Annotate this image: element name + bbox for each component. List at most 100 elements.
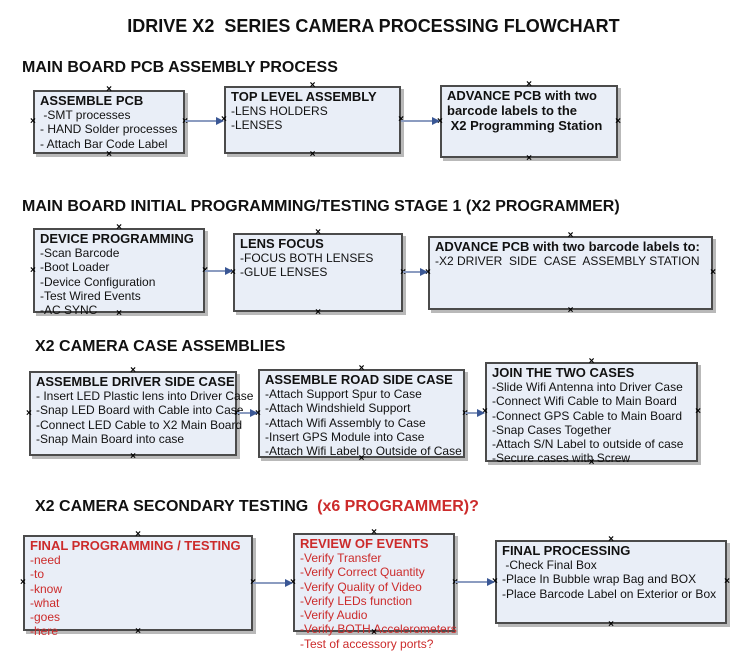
box-item: -know bbox=[30, 581, 63, 596]
box-title: REVIEW OF EVENTS bbox=[300, 536, 429, 551]
arrow-head-icon bbox=[250, 409, 258, 417]
section-heading-1: MAIN BOARD PCB ASSEMBLY PROCESS bbox=[22, 59, 338, 77]
box-item: -Snap LED Board with Cable into Case bbox=[36, 403, 244, 418]
box-item: -what bbox=[30, 595, 60, 610]
box-item: -Verify Correct Quantity bbox=[300, 565, 425, 580]
box-item: -FOCUS BOTH LENSES bbox=[240, 251, 374, 265]
section-heading-text: X2 CAMERA SECONDARY TESTING bbox=[35, 498, 318, 515]
flow-arrow-4 bbox=[403, 268, 428, 276]
box-item: -here bbox=[30, 624, 59, 639]
flow-box-top-level-assembly: TOP LEVEL ASSEMBLY-LENS HOLDERS-LENSES××… bbox=[221, 81, 404, 160]
section-heading-3: X2 CAMERA CASE ASSEMBLIES bbox=[35, 338, 285, 356]
arrow-head-icon bbox=[487, 578, 495, 586]
box-title: ADVANCE PCB with two bbox=[447, 88, 597, 103]
box-title: FINAL PROCESSING bbox=[502, 543, 631, 558]
box-item: -X2 DRIVER SIDE CASE ASSEMBLY STATION bbox=[435, 254, 700, 268]
box-item: -Verify Quality of Video bbox=[300, 579, 422, 594]
connection-handle-icon: × bbox=[567, 305, 574, 316]
box-title: TOP LEVEL ASSEMBLY bbox=[231, 89, 377, 104]
box-item: -Test of accessory ports? bbox=[300, 636, 434, 651]
connection-handle-icon: × bbox=[30, 116, 36, 127]
section-heading-red-note: (x6 PROGRAMMER)? bbox=[317, 498, 479, 515]
box-item: -Attach S/N Label to outside of case bbox=[492, 437, 684, 452]
section-heading-4: X2 CAMERA SECONDARY TESTING (x6 PROGRAMM… bbox=[35, 498, 479, 516]
flow-arrow-7 bbox=[253, 579, 293, 587]
flow-box-final-programming-testing: FINAL PROGRAMMING / TESTING-need-to-know… bbox=[20, 530, 256, 639]
connection-handle-icon: × bbox=[20, 577, 26, 588]
connection-handle-icon: × bbox=[315, 307, 321, 318]
box-item: -Snap Main Board into case bbox=[36, 431, 185, 446]
connection-handle-icon: × bbox=[615, 115, 621, 127]
arrow-head-icon bbox=[225, 267, 233, 275]
box-item: -Place In Bubble wrap Bag and BOX bbox=[502, 572, 697, 587]
flow-arrow-1 bbox=[185, 117, 224, 125]
arrow-line bbox=[401, 120, 434, 122]
box-item: -LENSES bbox=[231, 118, 283, 133]
box-item: -Verify Audio bbox=[300, 608, 368, 623]
box-item: -Device Configuration bbox=[40, 274, 156, 289]
box-item: -Connect GPS Cable to Main Board bbox=[492, 408, 683, 423]
box-item: -Verify Transfer bbox=[300, 551, 382, 565]
box-title: DEVICE PROGRAMMING bbox=[40, 231, 194, 246]
flow-arrow-3 bbox=[205, 267, 233, 275]
box-item: -Verify LEDs function bbox=[300, 593, 413, 608]
connection-handle-icon: × bbox=[130, 451, 136, 462]
connection-handle-icon: × bbox=[526, 153, 532, 164]
flow-box-lens-focus: LENS FOCUS-FOCUS BOTH LENSES-GLUE LENSES… bbox=[230, 228, 406, 318]
box-item: -AC SYNC bbox=[40, 303, 98, 318]
box-title: LENS FOCUS bbox=[240, 236, 324, 251]
box-item: -LENS HOLDERS bbox=[231, 104, 328, 118]
box-item: -Attach Wifi Assembly to Case bbox=[265, 415, 426, 430]
flow-box-final-processing: FINAL PROCESSING -Check Final Box-Place … bbox=[492, 535, 730, 630]
section-heading-text: MAIN BOARD PCB ASSEMBLY PROCESS bbox=[22, 59, 338, 76]
box-item: -Connect LED Cable to X2 Main Board bbox=[36, 417, 243, 432]
connection-handle-icon: × bbox=[26, 407, 32, 419]
arrow-head-icon bbox=[432, 117, 440, 125]
connection-handle-icon: × bbox=[309, 149, 316, 160]
box-item: -Place Barcode Label on Exterior or Box bbox=[502, 586, 717, 601]
flow-box-assemble-pcb: ASSEMBLE PCB -SMT processes- HAND Solder… bbox=[30, 85, 188, 160]
arrow-line bbox=[205, 270, 227, 272]
box-item: -Connect Wifi Cable to Main Board bbox=[492, 394, 677, 409]
arrow-line bbox=[465, 412, 479, 414]
box-item: -Secure cases with Screw bbox=[492, 451, 631, 466]
flow-arrow-6 bbox=[465, 409, 485, 417]
connection-handle-icon: × bbox=[695, 406, 701, 417]
arrow-line bbox=[403, 271, 422, 273]
flow-box-device-programming: DEVICE PROGRAMMING-Scan Barcode-Boot Loa… bbox=[30, 223, 208, 319]
arrow-line bbox=[253, 582, 287, 584]
flow-box-review-of-events: REVIEW OF EVENTS-Verify Transfer-Verify … bbox=[290, 528, 458, 651]
flow-arrow-2 bbox=[401, 117, 440, 125]
box-title: ASSEMBLE PCB bbox=[40, 93, 144, 108]
box-title: FINAL PROGRAMMING / TESTING bbox=[30, 538, 241, 553]
arrow-line bbox=[237, 412, 252, 414]
flow-box-assemble-driver-side-case: ASSEMBLE DRIVER SIDE CASE- Insert LED Pl… bbox=[26, 366, 254, 462]
section-heading-text: X2 CAMERA CASE ASSEMBLIES bbox=[35, 338, 286, 355]
box-item: - Insert LED Plastic lens into Driver Ca… bbox=[36, 389, 254, 403]
box-title: ASSEMBLE ROAD SIDE CASE bbox=[265, 372, 453, 387]
connection-handle-icon: × bbox=[710, 267, 716, 278]
box-item: - HAND Solder processes bbox=[40, 122, 178, 137]
arrow-line bbox=[185, 120, 218, 122]
box-title: ASSEMBLE DRIVER SIDE CASE bbox=[36, 374, 235, 389]
section-heading-2: MAIN BOARD INITIAL PROGRAMMING/TESTING S… bbox=[22, 198, 620, 216]
flow-arrow-8 bbox=[455, 578, 495, 586]
box-title: barcode labels to the bbox=[447, 103, 578, 118]
arrow-line bbox=[455, 581, 489, 583]
arrow-head-icon bbox=[477, 409, 485, 417]
arrow-head-icon bbox=[216, 117, 224, 125]
flow-box-join-the-two-cases: JOIN THE TWO CASES-Slide Wifi Antenna in… bbox=[482, 357, 701, 468]
flow-box-assemble-road-side-case: ASSEMBLE ROAD SIDE CASE-Attach Support S… bbox=[255, 364, 468, 464]
box-item: -Attach Wifi Label to Outside of Case bbox=[265, 444, 462, 459]
connection-handle-icon: × bbox=[106, 149, 112, 160]
box-item: -Slide Wifi Antenna into Driver Case bbox=[492, 380, 683, 394]
box-item: -Check Final Box bbox=[502, 558, 597, 572]
box-item: -Attach Support Spur to Case bbox=[265, 387, 422, 401]
box-item: - Attach Bar Code Label bbox=[40, 136, 168, 151]
box-title: JOIN THE TWO CASES bbox=[492, 365, 635, 380]
flow-box-advance-pcb-with-two-barcode-labels-to: ADVANCE PCB with two barcode labels to:-… bbox=[425, 231, 716, 316]
box-item: -Test Wired Events bbox=[40, 288, 141, 303]
box-item: -GLUE LENSES bbox=[240, 265, 328, 280]
box-title: X2 Programming Station bbox=[447, 118, 603, 133]
